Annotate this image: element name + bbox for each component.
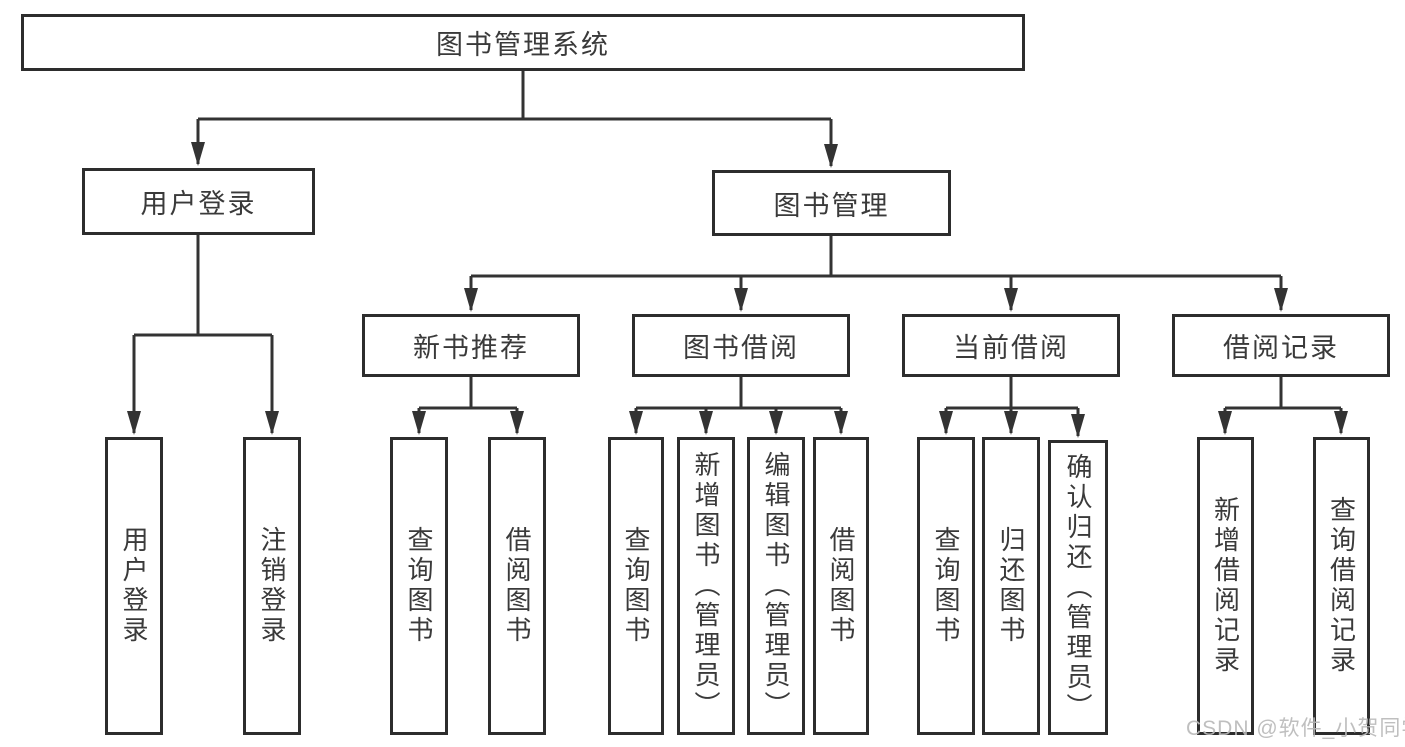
node-current-borrowing: 当前借阅: [902, 314, 1120, 377]
leaf-cb-return-books-label: 归还图书: [996, 526, 1026, 646]
leaf-bb-edit-book-admin: 编辑图书（管理员）: [747, 437, 805, 735]
leaf-logout: 注销登录: [243, 437, 301, 735]
leaf-br-add-record-label: 新增借阅记录: [1210, 496, 1241, 676]
leaf-bb-borrow-books-label: 借阅图书: [826, 526, 856, 646]
leaf-bb-add-book-admin: 新增图书（管理员）: [677, 437, 735, 735]
node-book-management: 图书管理: [712, 170, 951, 236]
leaf-br-query-record-label: 查询借阅记录: [1326, 496, 1357, 676]
leaf-cb-confirm-return-admin-label: 确认归还（管理员）: [1063, 452, 1093, 723]
leaf-cb-query-books-label: 查询图书: [931, 526, 961, 646]
connector-book-management-rail: [471, 236, 1281, 278]
connector-new-book-rail: [419, 377, 517, 410]
connector-current-borrowing-rail: [946, 377, 1078, 410]
leaf-bb-query-books: 查询图书: [608, 437, 664, 735]
node-root-label: 图书管理系统: [436, 30, 610, 60]
node-user-login-label: 用户登录: [140, 189, 257, 219]
leaf-nb-borrow-books: 借阅图书: [488, 437, 546, 735]
leaf-nb-query-books: 查询图书: [390, 437, 448, 735]
node-borrowing-records-label: 借阅记录: [1223, 333, 1339, 363]
node-book-management-label: 图书管理: [773, 190, 890, 221]
leaf-nb-borrow-books-label: 借阅图书: [502, 526, 532, 646]
node-new-book-recommend-label: 新书推荐: [413, 333, 529, 363]
leaf-user-login-label: 用户登录: [119, 526, 149, 646]
leaf-cb-query-books: 查询图书: [917, 437, 975, 735]
csdn-watermark: CSDN @软件_小贺同学: [1186, 717, 1405, 740]
leaf-bb-query-books-label: 查询图书: [621, 526, 651, 646]
connector-root-rail: [198, 71, 831, 121]
node-root: 图书管理系统: [21, 14, 1025, 71]
leaf-bb-borrow-books: 借阅图书: [813, 437, 869, 735]
node-book-borrowing: 图书借阅: [632, 314, 850, 377]
node-user-login: 用户登录: [82, 168, 315, 235]
connector-user-login-rail: [134, 235, 272, 337]
node-book-borrowing-label: 图书借阅: [683, 333, 799, 363]
leaf-cb-confirm-return-admin: 确认归还（管理员）: [1048, 440, 1108, 735]
leaf-cb-return-books: 归还图书: [982, 437, 1040, 735]
node-new-book-recommend: 新书推荐: [362, 314, 580, 377]
node-borrowing-records: 借阅记录: [1172, 314, 1390, 377]
leaf-bb-add-book-admin-label: 新增图书（管理员）: [691, 451, 721, 721]
leaf-bb-edit-book-admin-label: 编辑图书（管理员）: [761, 451, 791, 721]
leaf-br-add-record: 新增借阅记录: [1197, 437, 1254, 735]
leaf-logout-label: 注销登录: [257, 526, 287, 646]
connector-borrowing-records-rail: [1225, 377, 1341, 410]
connector-book-borrowing-rail: [636, 377, 841, 410]
leaf-nb-query-books-label: 查询图书: [404, 526, 434, 646]
node-current-borrowing-label: 当前借阅: [953, 333, 1069, 363]
leaf-br-query-record: 查询借阅记录: [1313, 437, 1370, 735]
leaf-user-login: 用户登录: [105, 437, 163, 735]
